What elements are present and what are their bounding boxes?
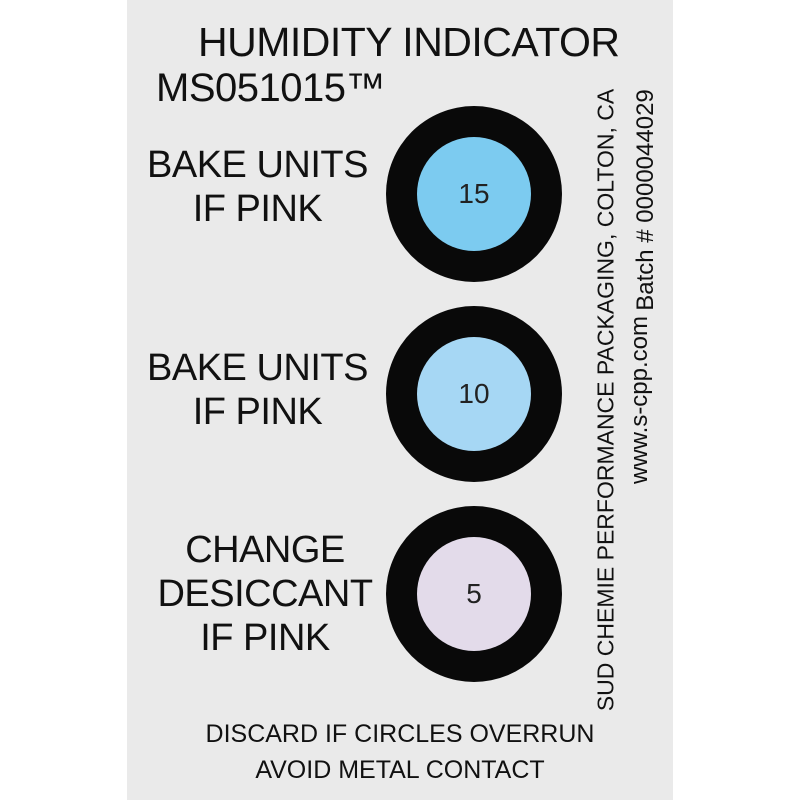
batch-number: Batch # 0000044029 — [632, 89, 659, 311]
website-text: www.s-cpp.com — [626, 315, 653, 485]
indicator-ring-15: 15 — [386, 106, 562, 282]
indicator-spot-5: 5 — [417, 537, 531, 651]
spot-label-line: CHANGE — [185, 529, 345, 571]
spot-label-line: IF PINK — [200, 617, 330, 659]
indicator-ring-10: 10 — [386, 306, 562, 482]
spot-label-line: BAKE UNITS — [147, 144, 368, 186]
footer-warning-metal: AVOID METAL CONTACT — [255, 756, 545, 784]
card-title: HUMIDITY INDICATOR — [198, 19, 620, 65]
spot-label-line: BAKE UNITS — [147, 347, 368, 389]
spot-value: 10 — [458, 378, 490, 409]
spot-value: 5 — [466, 578, 482, 609]
spot-label-line: DESICCANT — [157, 573, 373, 615]
indicator-spot-10: 10 — [417, 337, 531, 451]
spot-label-5: CHANGE DESICCANT IF PINK — [150, 528, 380, 660]
spot-label-line: IF PINK — [192, 188, 323, 230]
spot-value: 15 — [458, 178, 490, 209]
footer-warning-overrun: DISCARD IF CIRCLES OVERRUN — [205, 720, 595, 748]
spot-label-15: BAKE UNITS IF PINK — [140, 143, 375, 231]
model-number: MS051015™ — [156, 66, 385, 110]
indicator-spot-15: 15 — [417, 137, 531, 251]
spot-label-line: IF PINK — [192, 391, 323, 433]
indicator-ring-5: 5 — [386, 506, 562, 682]
spot-label-10: BAKE UNITS IF PINK — [140, 346, 375, 434]
company-text: SUD CHEMIE PERFORMANCE PACKAGING, COLTON… — [592, 88, 619, 712]
